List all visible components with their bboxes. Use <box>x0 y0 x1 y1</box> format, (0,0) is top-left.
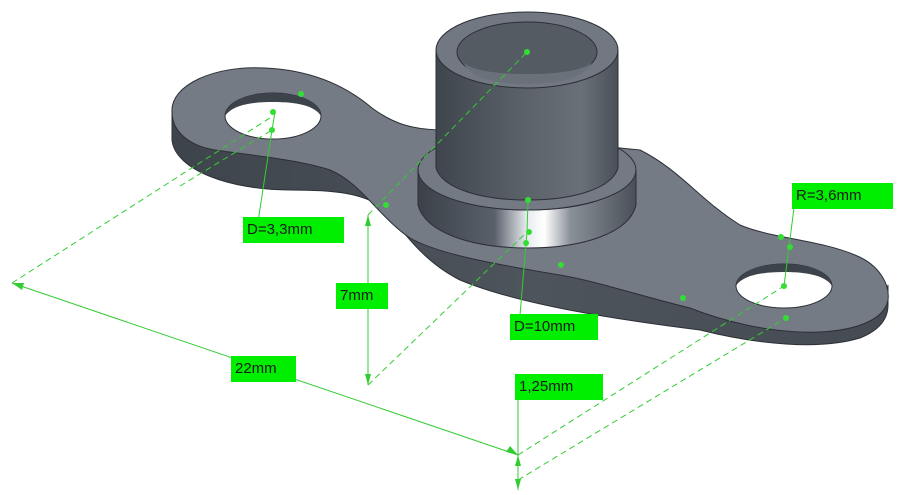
left-hole-wall <box>225 93 321 116</box>
leader-boss-2 <box>526 199 529 233</box>
right-hole-wall <box>736 264 832 286</box>
dim-label-radius[interactable]: R=3,6mm <box>792 183 893 209</box>
ext-left-2 <box>179 129 273 187</box>
ext-left <box>11 115 274 284</box>
dimension-points <box>269 49 793 321</box>
arrow-height-bottom <box>365 374 371 385</box>
arrow-length-right <box>506 446 518 455</box>
ext-height-top <box>367 51 528 216</box>
dim-label-hole-diameter[interactable]: D=3,3mm <box>243 217 344 243</box>
leader-hole-2 <box>271 111 276 131</box>
dimension-arrows <box>12 215 521 490</box>
ext-height-bottom <box>367 231 528 386</box>
dim-label-thickness[interactable]: 1,25mm <box>515 374 603 400</box>
dim-label-length[interactable]: 22mm <box>231 356 296 382</box>
leader-hole <box>257 129 273 223</box>
boss-bore-floor <box>463 62 592 84</box>
dim-label-boss-diameter[interactable]: D=10mm <box>510 314 598 340</box>
leader-radius <box>783 199 796 287</box>
ext-right <box>517 285 785 456</box>
arrow-thickness-bottom <box>515 479 521 490</box>
dim-label-height[interactable]: 7mm <box>336 283 388 309</box>
ext-right-2 <box>517 317 787 481</box>
arrow-thickness-top <box>515 455 521 466</box>
arrow-length-left <box>12 283 24 290</box>
cad-part[interactable] <box>171 11 889 346</box>
arrow-height-top <box>365 215 371 226</box>
